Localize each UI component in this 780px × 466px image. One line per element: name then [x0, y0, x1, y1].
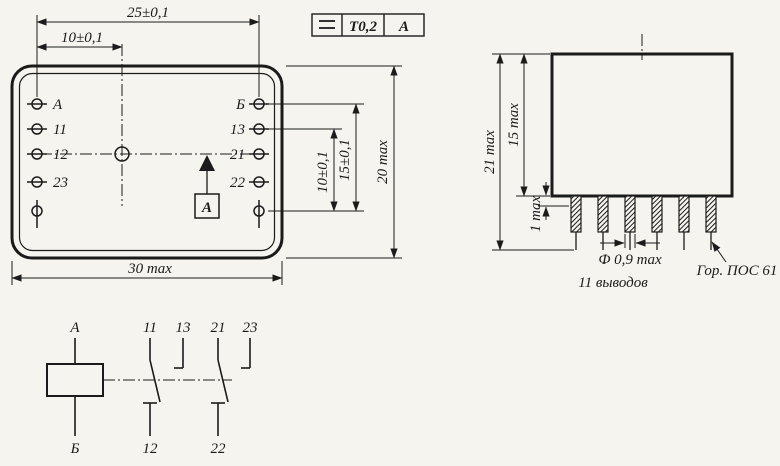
- side-view-dimension-lines: [492, 53, 727, 263]
- leads-count-note: 11 выводов: [578, 275, 648, 291]
- schematic-symbol: А Б 11 13 21 23 12 22: [46, 320, 258, 457]
- pin-label-23: 23: [53, 175, 68, 191]
- dim-15-right-label: 15±0,1: [337, 139, 353, 181]
- pin-label-22: 22: [230, 175, 246, 191]
- tolerance-datum-label: А: [398, 19, 409, 35]
- pins-right-column: [249, 98, 269, 228]
- pin-label-13: 13: [230, 122, 245, 138]
- tolerance-frame: Т0,2 А: [311, 13, 425, 37]
- schematic-labels: А Б 11 13 21 23 12 22: [69, 320, 257, 457]
- schematic-label-23: 23: [243, 320, 258, 336]
- dim-25-label: 25±0,1: [127, 5, 169, 21]
- side-view: 21 max 15 max 1 max Ф 0,9 max 11 выводов…: [482, 34, 777, 291]
- schematic-label-b: Б: [70, 441, 80, 457]
- solder-note: Гор. ПОС 61: [696, 263, 778, 279]
- pins-left-column: [27, 98, 47, 228]
- pin-label-a: А: [52, 97, 63, 113]
- schematic-label-a: А: [69, 320, 80, 336]
- dim-10-top-label: 10±0,1: [61, 30, 103, 46]
- top-view-dimension-lines: [11, 15, 402, 285]
- schematic-label-22: 22: [211, 441, 227, 457]
- coil-symbol: [46, 363, 104, 397]
- contact-group-21-22: [211, 338, 229, 436]
- schematic-label-13: 13: [176, 320, 191, 336]
- schematic-label-12: 12: [143, 441, 159, 457]
- relay-body-outline: [10, 64, 284, 260]
- datum-triangle-icon: [199, 155, 215, 171]
- relay-body-inner-edge: [18, 72, 276, 252]
- dim-21-label: 21 max: [482, 130, 498, 174]
- contact-group-11-12: [143, 338, 161, 436]
- pin-label-12: 12: [53, 147, 69, 163]
- parallel-lines-icon: [319, 20, 335, 29]
- dim-10-right-label: 10±0,1: [315, 151, 331, 193]
- pin-diameter-label: Ф 0,9 max: [598, 252, 662, 268]
- pin-label-21: 21: [230, 147, 245, 163]
- schematic-label-21: 21: [211, 320, 226, 336]
- dim-1-label: 1 max: [528, 196, 544, 233]
- side-view-labels: 21 max 15 max 1 max Ф 0,9 max 11 выводов…: [482, 103, 777, 291]
- side-pins: [570, 195, 717, 250]
- dim-20-right-label: 20 max: [375, 140, 391, 184]
- pin-label-b: Б: [235, 97, 245, 113]
- schematic-label-11: 11: [143, 320, 157, 336]
- dim-30-label: 30 max: [127, 261, 172, 277]
- top-view-labels: 25±0,1 10±0,1 30 max 10±0,1 15±0,1 20 ma…: [52, 5, 391, 277]
- contact-group-13: [174, 338, 184, 369]
- side-body-outline: [550, 52, 734, 198]
- datum-a-flag: А: [194, 155, 220, 219]
- top-view: А 25±0,1 10±0,1 30 m: [10, 5, 425, 285]
- pin-label-11: 11: [53, 122, 67, 138]
- tolerance-value-label: Т0,2: [349, 19, 377, 35]
- datum-a-label: А: [201, 200, 212, 216]
- contact-group-23: [241, 338, 251, 369]
- dim-15-side-label: 15 max: [506, 103, 522, 147]
